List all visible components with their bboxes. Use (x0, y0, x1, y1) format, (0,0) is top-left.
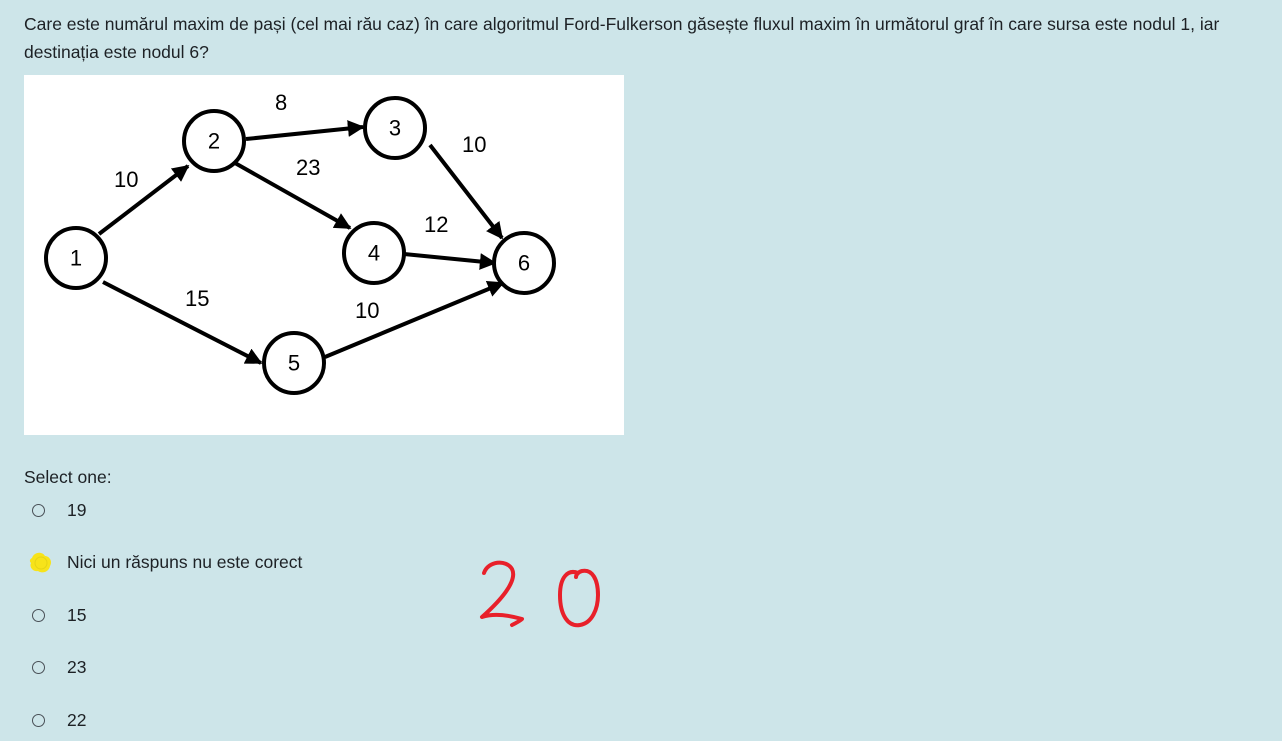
edge-label-2-3: 8 (275, 90, 287, 115)
edge-2-4 (234, 161, 352, 230)
node-6-label: 6 (518, 251, 530, 276)
node-2-label: 2 (208, 129, 220, 154)
edge-label-2-4: 23 (296, 155, 320, 180)
answer-option-23[interactable]: 23 (32, 655, 86, 679)
select-one-label: Select one: (24, 467, 112, 487)
answer-option-none-correct[interactable]: Nici un răspuns nu este corect (29, 550, 302, 574)
edge-label-1-5: 15 (185, 286, 209, 311)
graph-diagram: 10 15 8 23 10 12 10 1 2 3 4 5 6 (44, 90, 556, 395)
node-5: 5 (262, 331, 326, 395)
graph-figure: 10 15 8 23 10 12 10 1 2 3 4 5 6 (24, 75, 624, 435)
edge-1-5 (102, 280, 263, 365)
radio-button[interactable] (32, 503, 45, 517)
edge-label-4-6: 12 (424, 212, 448, 237)
answer-option-19[interactable]: 19 (32, 498, 86, 522)
node-3-label: 3 (389, 116, 401, 141)
radio-button[interactable] (32, 713, 45, 727)
answer-label: Nici un răspuns nu este corect (67, 551, 303, 572)
node-1: 1 (44, 226, 108, 290)
node-1-label: 1 (70, 246, 82, 271)
node-4-label: 4 (368, 241, 380, 266)
node-5-label: 5 (288, 351, 300, 376)
radio-button[interactable] (32, 608, 45, 622)
yellow-highlight-mark-icon (29, 552, 52, 573)
edge-label-5-6: 10 (355, 298, 379, 323)
edge-3-6 (428, 143, 504, 240)
node-6: 6 (492, 231, 556, 295)
handwritten-annotation (474, 555, 614, 640)
node-4: 4 (342, 221, 406, 285)
highlighted-radio-button[interactable] (29, 552, 52, 573)
node-3: 3 (363, 96, 427, 160)
edge-label-1-2: 10 (114, 167, 138, 192)
question-text: Care este numărul maxim de pași (cel mai… (24, 14, 1220, 62)
node-2: 2 (182, 109, 246, 173)
edge-label-3-6: 10 (462, 132, 486, 157)
handwritten-number-drawing (480, 560, 600, 628)
answer-option-22[interactable]: 22 (32, 708, 86, 732)
edge-4-6 (403, 252, 497, 270)
answer-option-15[interactable]: 15 (32, 603, 86, 627)
answer-label: 23 (67, 656, 87, 677)
edge-1-2 (97, 164, 190, 236)
answer-label: 22 (67, 709, 87, 730)
answer-label: 15 (67, 604, 87, 625)
radio-button[interactable] (32, 660, 45, 674)
edge-5-6 (324, 281, 505, 359)
answer-label: 19 (67, 499, 87, 520)
edge-2-3 (245, 120, 365, 141)
